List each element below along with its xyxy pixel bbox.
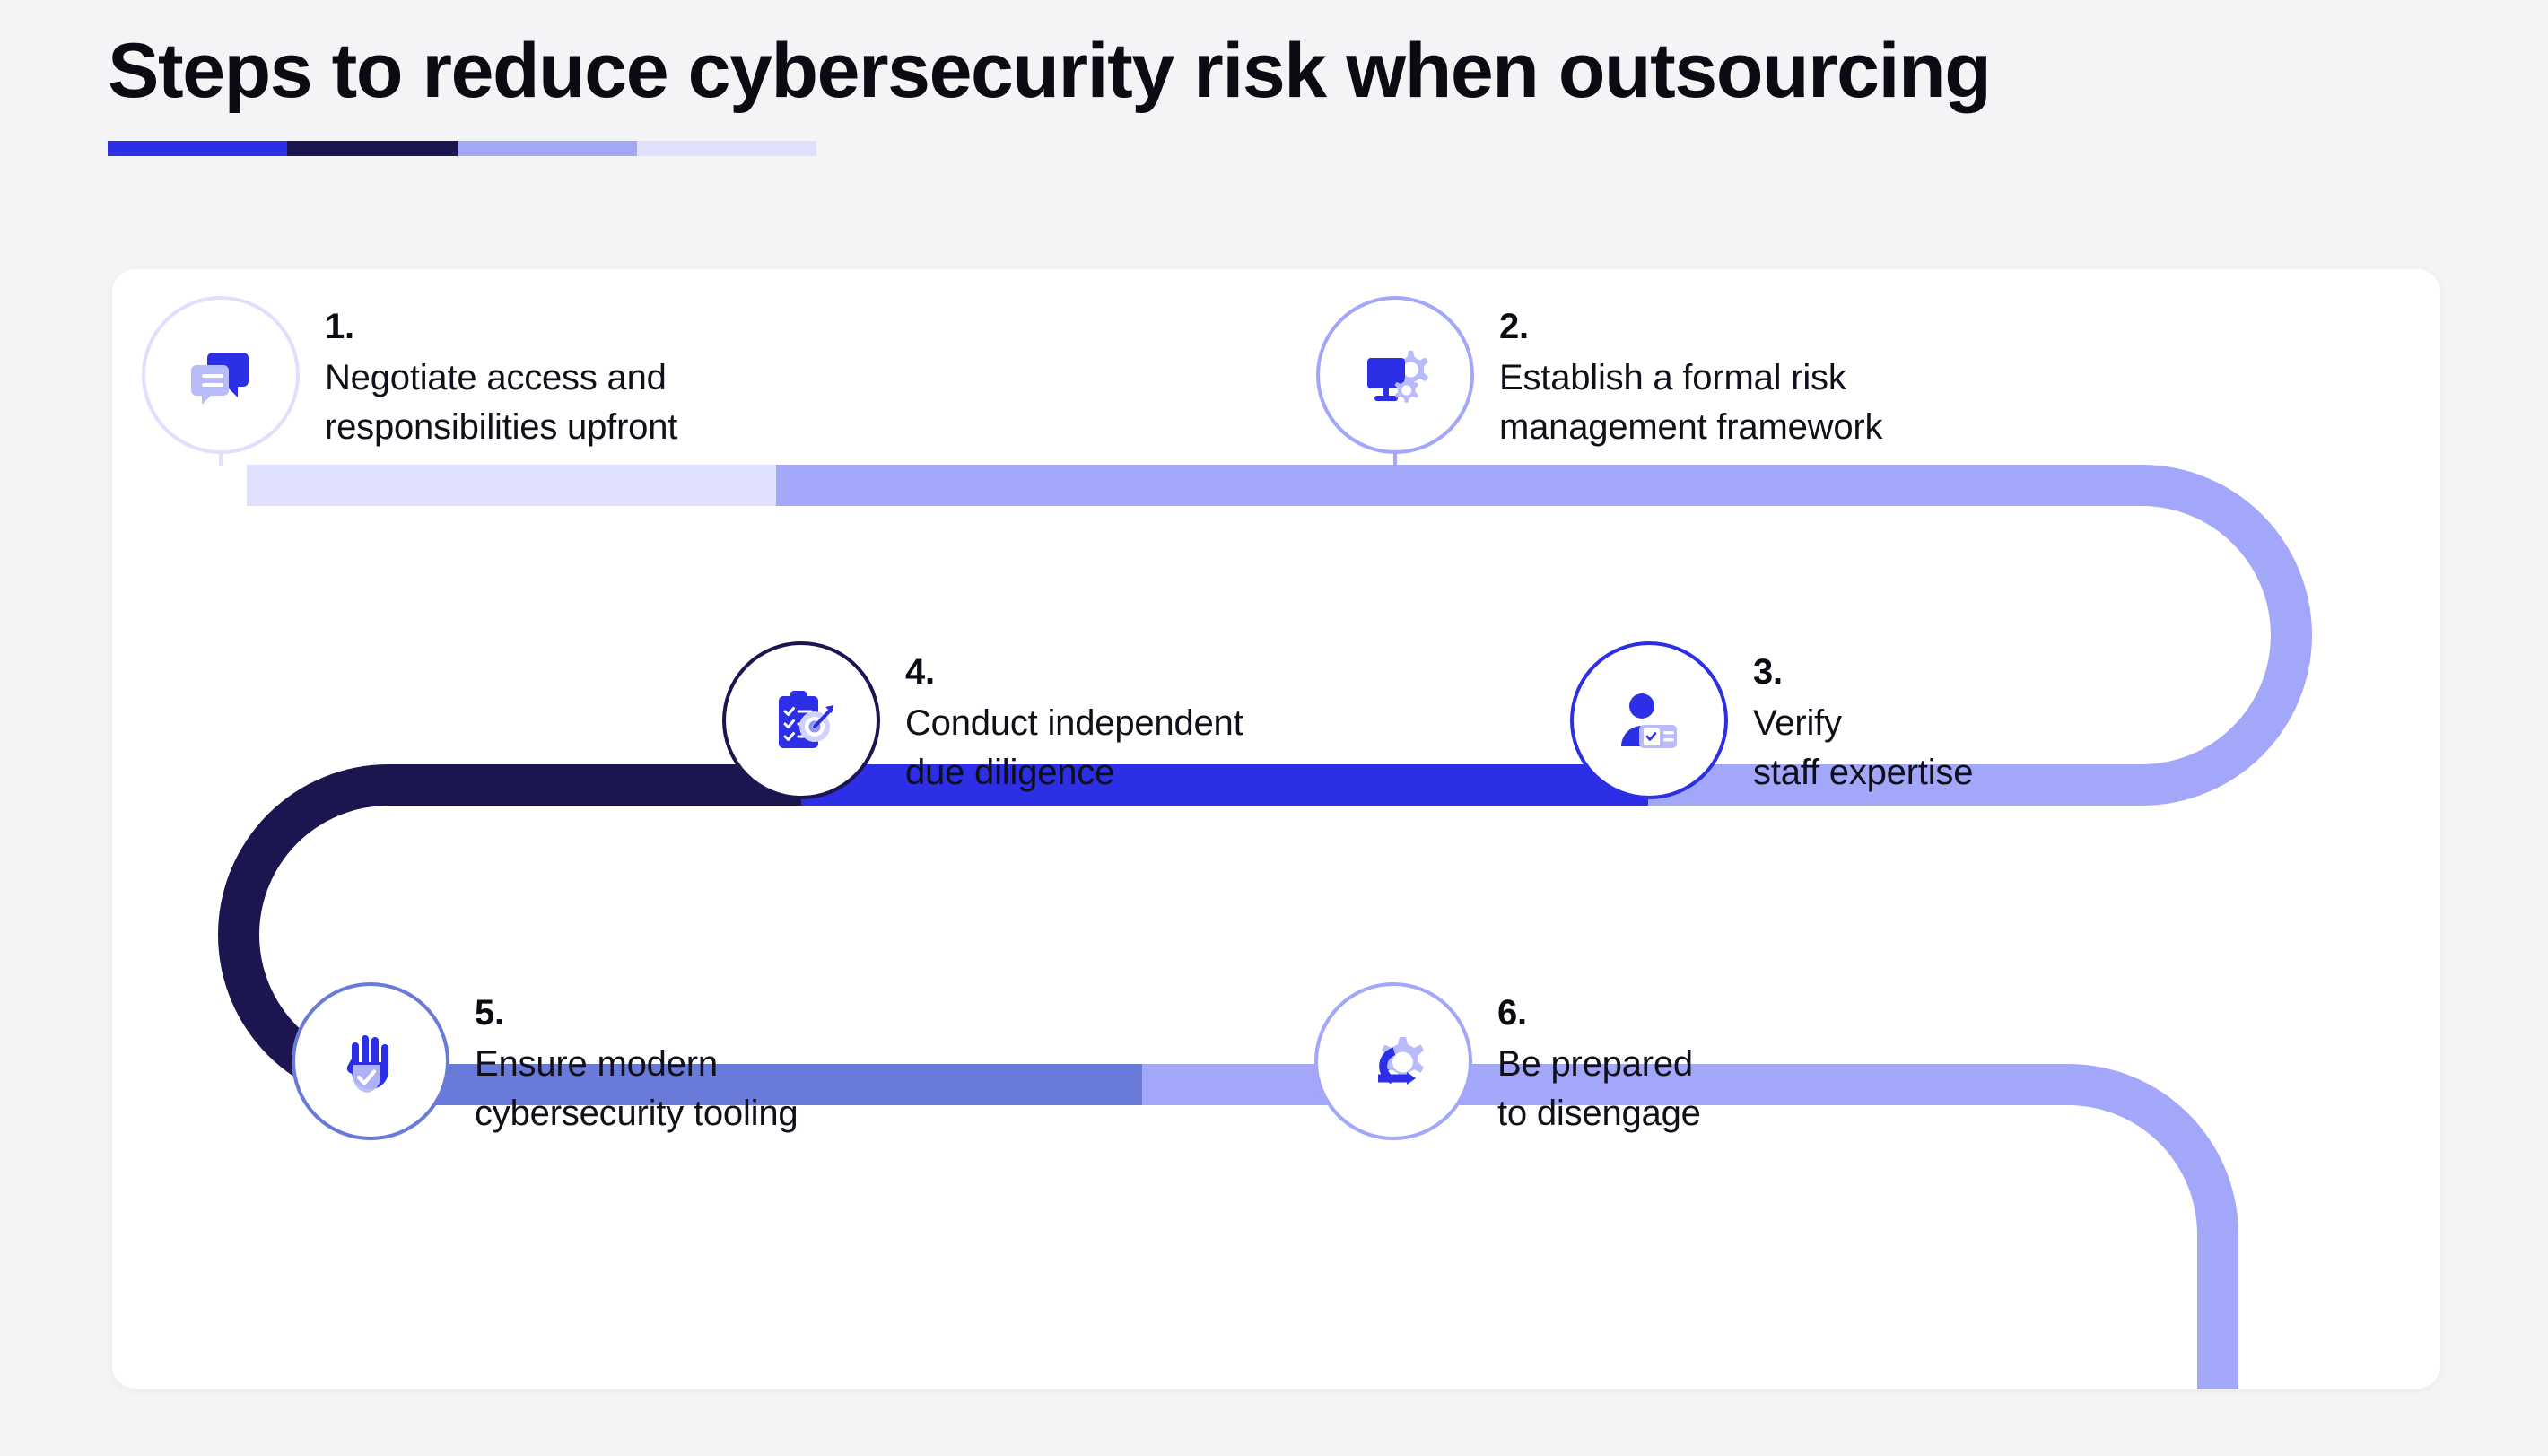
step-4-number: 4.: [905, 652, 935, 692]
step-1[interactable]: 1. Negotiate access and responsibilities…: [142, 296, 677, 454]
step-6-number: 6.: [1497, 993, 1527, 1033]
track-right-turn: [2122, 465, 2312, 806]
steps-card: 1. Negotiate access and responsibilities…: [112, 269, 2440, 1389]
step-6-icon-circle[interactable]: [1314, 982, 1472, 1140]
chat-bubbles-icon: [191, 353, 249, 405]
step-4[interactable]: 4. Conduct independent due diligence: [722, 641, 1243, 799]
track-row2-mid: [801, 764, 1648, 806]
step-6-label: Be prepared to disengage: [1497, 1044, 1701, 1134]
step-2-number: 2.: [1499, 307, 1529, 346]
step-1-text: 1. Negotiate access and responsibilities…: [325, 296, 677, 452]
track-left-turn: [218, 764, 408, 1105]
person-id-badge-icon: [1621, 693, 1677, 748]
step-1-number: 1.: [325, 307, 354, 346]
step-1-icon-circle[interactable]: [142, 296, 300, 454]
step-2-icon-circle[interactable]: [1316, 296, 1474, 454]
header: Steps to reduce cybersecurity risk when …: [108, 28, 2440, 157]
step-3-text: 3. Verify staff expertise: [1753, 641, 1973, 798]
step-6[interactable]: 6. Be prepared to disengage: [1314, 982, 1701, 1140]
track-row2-right: [1648, 764, 2133, 806]
track-row3-right: [1142, 1064, 2238, 1389]
accent-segment-navy: [287, 141, 458, 157]
step-2[interactable]: 2. Establish a formal risk management fr…: [1316, 296, 1882, 454]
step-5[interactable]: 5. Ensure modern cybersecurity tooling: [292, 982, 798, 1140]
step-3-number: 3.: [1753, 652, 1783, 692]
step-2-label: Establish a formal risk management frame…: [1499, 358, 1883, 448]
track-row1-left: [247, 465, 776, 506]
track-row3-left: [388, 1064, 1142, 1105]
track-row1-right: [776, 465, 2122, 506]
clipboard-target-icon: [779, 691, 833, 748]
process-track: [218, 465, 2312, 1389]
step-1-connector-stem: [219, 452, 223, 466]
step-4-label: Conduct independent due diligence: [905, 703, 1243, 793]
step-5-label: Ensure modern cybersecurity tooling: [475, 1044, 798, 1134]
hand-shield-icon: [346, 1035, 388, 1093]
step-6-text: 6. Be prepared to disengage: [1497, 982, 1701, 1138]
step-4-text: 4. Conduct independent due diligence: [905, 641, 1243, 798]
step-3-label: Verify staff expertise: [1753, 703, 1974, 793]
step-2-text: 2. Establish a formal risk management fr…: [1499, 296, 1882, 452]
refresh-gear-icon: [1378, 1037, 1424, 1085]
step-3-icon-circle[interactable]: [1570, 641, 1728, 799]
step-5-text: 5. Ensure modern cybersecurity tooling: [475, 982, 798, 1138]
accent-bar: [108, 141, 816, 157]
step-5-icon-circle[interactable]: [292, 982, 449, 1140]
step-1-label: Negotiate access and responsibilities up…: [325, 358, 678, 448]
monitor-gear-icon: [1367, 351, 1428, 403]
step-5-number: 5.: [475, 993, 504, 1033]
accent-segment-periwinkle: [458, 141, 637, 157]
page-title: Steps to reduce cybersecurity risk when …: [108, 28, 1992, 114]
step-2-connector-stem: [1393, 452, 1397, 466]
step-3[interactable]: 3. Verify staff expertise: [1570, 641, 1973, 799]
accent-segment-bright-blue: [108, 141, 287, 157]
step-4-icon-circle[interactable]: [722, 641, 880, 799]
accent-segment-lavender: [637, 141, 816, 157]
track-row2-left: [408, 764, 801, 806]
